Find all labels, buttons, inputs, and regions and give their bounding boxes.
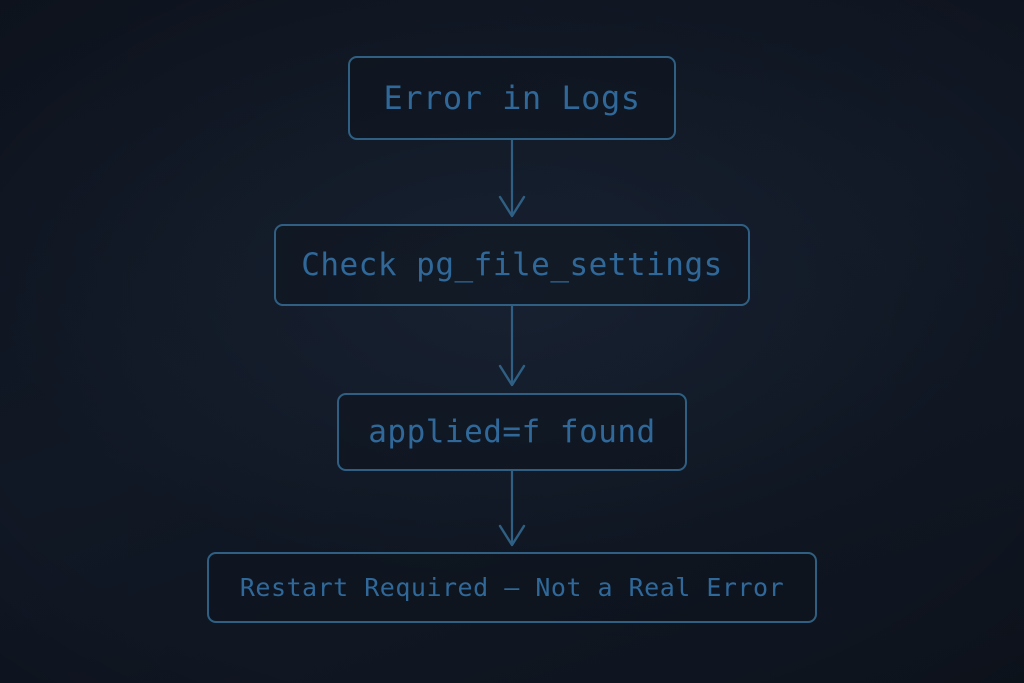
flow-node-restart-required[interactable]: Restart Required — Not a Real Error bbox=[207, 552, 817, 623]
flow-node-label: Restart Required — Not a Real Error bbox=[239, 573, 785, 602]
edge-error-to-check bbox=[498, 140, 526, 218]
edge-check-to-applied bbox=[498, 306, 526, 387]
flow-node-check-pg-file-settings[interactable]: Check pg_file_settings bbox=[274, 224, 750, 306]
flow-node-label: applied=f found bbox=[368, 413, 656, 450]
flow-node-applied-f-found[interactable]: applied=f found bbox=[337, 393, 687, 471]
edge-applied-to-restart bbox=[498, 471, 526, 547]
flow-node-label: Error in Logs bbox=[383, 79, 641, 117]
flow-node-label: Check pg_file_settings bbox=[301, 246, 723, 283]
flow-node-error-in-logs[interactable]: Error in Logs bbox=[348, 56, 676, 140]
